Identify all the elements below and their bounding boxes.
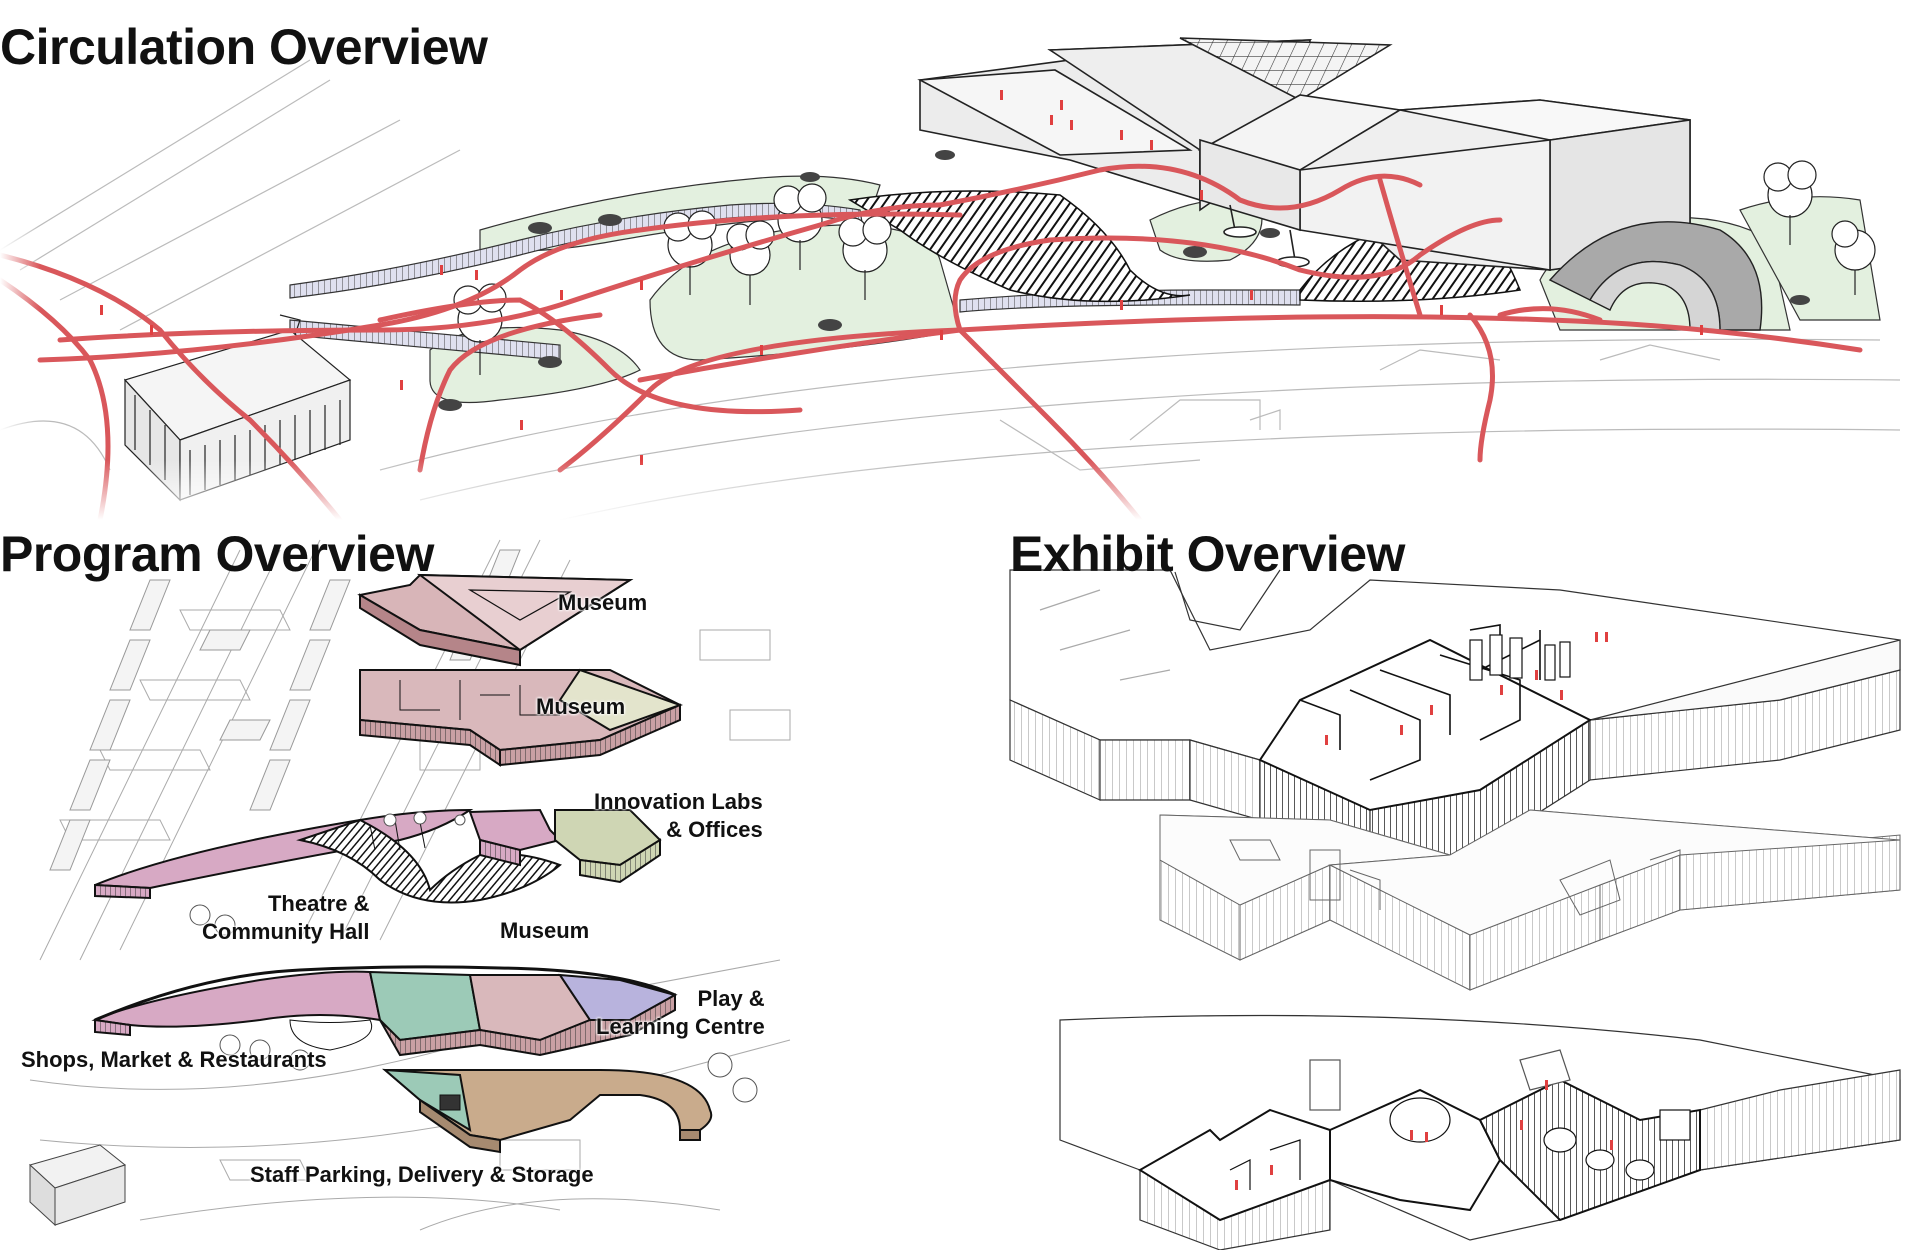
label-shops-market: Shops, Market & Restaurants (21, 1047, 327, 1072)
lower-trees (219, 1034, 758, 1103)
program-title: Program Overview (0, 526, 434, 582)
program-panel: Program Overview Museum Museum Innovatio… (0, 520, 800, 1250)
exhibit-panel: Exhibit Overview (1000, 520, 1920, 1250)
circulation-drawing (0, 0, 1920, 520)
program-heritage-building (29, 1144, 127, 1227)
label-museum-top: Museum (558, 590, 648, 615)
circulation-panel: Circulation Overview (0, 0, 1920, 520)
exhibit-level-upper (1009, 569, 1901, 871)
theatre-innovation-block (94, 808, 662, 904)
label-innovation-labs: Innovation Labs & Offices (594, 789, 763, 842)
people-markers (100, 90, 1703, 465)
label-staff-parking: Staff Parking, Delivery & Storage (250, 1162, 594, 1187)
label-theatre: Theatre & Community Hall (202, 891, 370, 944)
label-play-learning: Play & Learning Centre (596, 986, 765, 1039)
parking-block (382, 1068, 713, 1154)
label-museum-low: Museum (500, 918, 590, 943)
label-museum-mid: Museum (536, 694, 626, 719)
trees (453, 160, 1876, 375)
museum-roof-block (357, 573, 634, 667)
exhibit-level-middle (1159, 809, 1901, 991)
exhibit-level-lower (1059, 1014, 1901, 1250)
exhibit-people-upper (1325, 632, 1608, 745)
museum-building (917, 37, 1691, 271)
circulation-title: Circulation Overview (0, 19, 488, 75)
exhibit-title: Exhibit Overview (1010, 526, 1405, 582)
museum-floor-block (359, 668, 683, 767)
museum-lower-block (91, 965, 678, 1057)
theatre-trees (189, 811, 466, 936)
program-drawing (29, 539, 791, 1231)
exhibit-drawing (1009, 569, 1901, 1250)
shrubs (438, 150, 1810, 411)
exhibit-people-lower (1235, 1080, 1613, 1190)
